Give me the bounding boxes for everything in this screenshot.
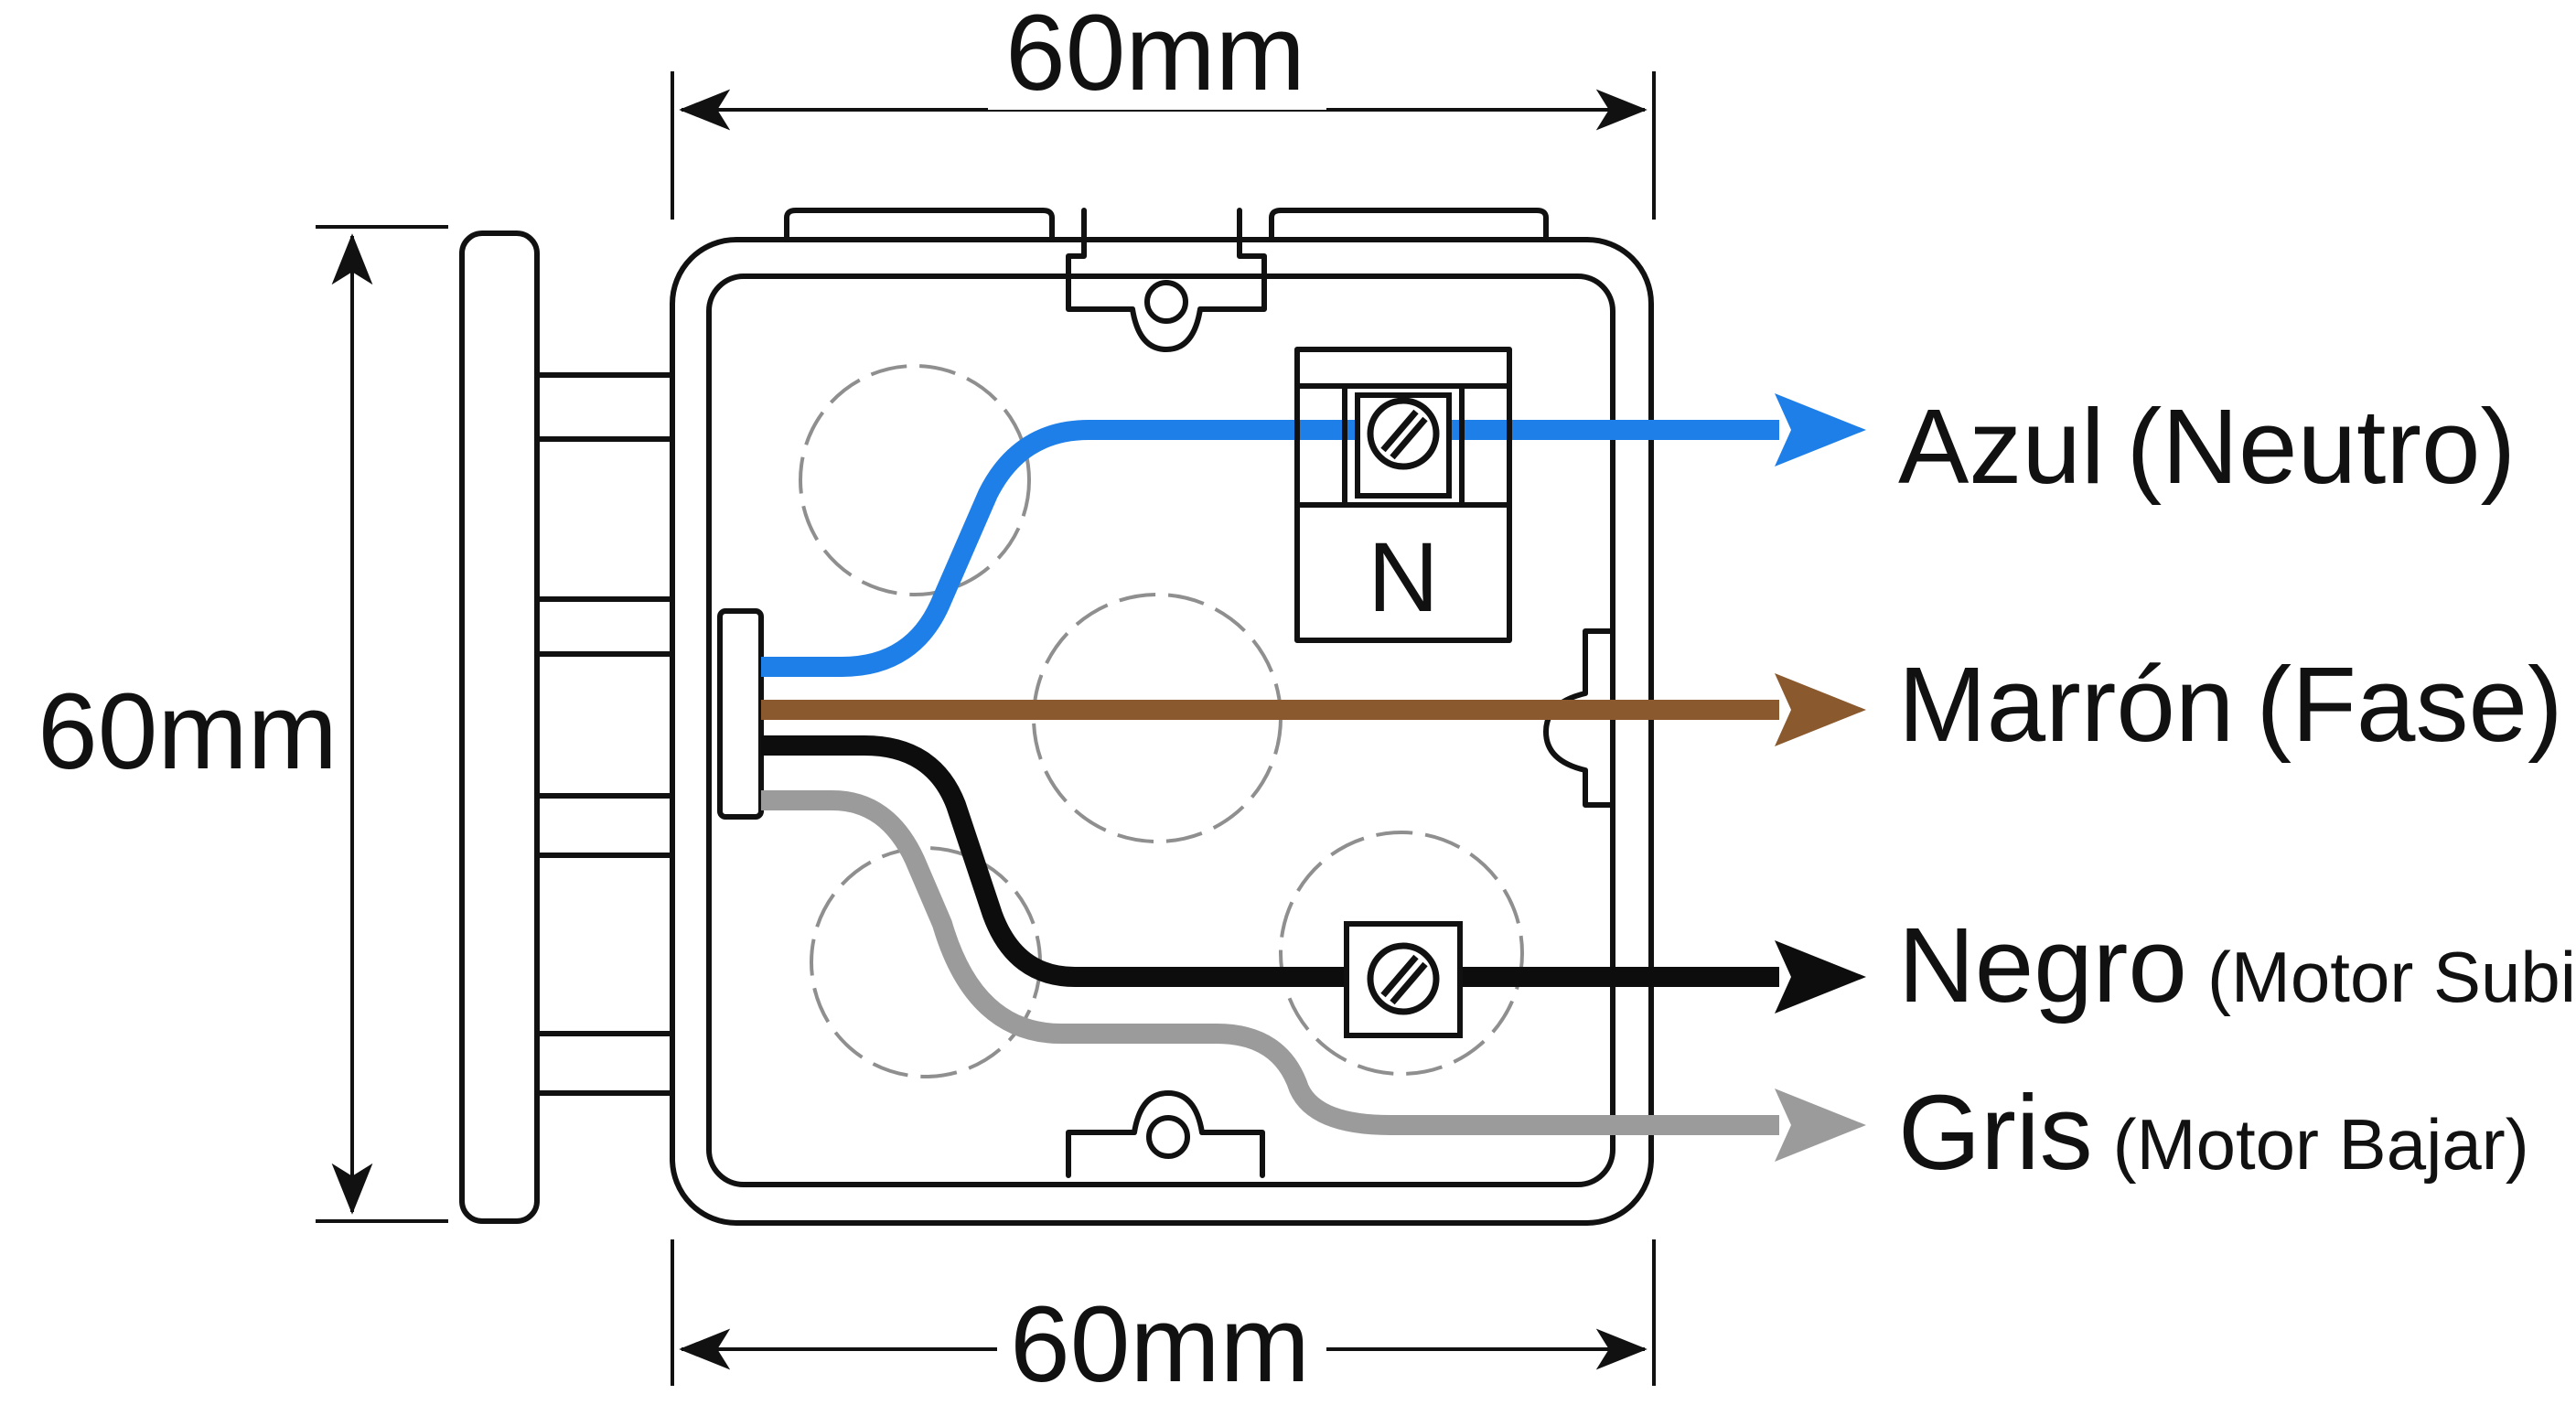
bottom-dimension: 60mm <box>671 1239 1656 1405</box>
label-brown-name: Marrón <box>1898 645 2234 764</box>
arrow-head-grey <box>1775 1089 1866 1162</box>
wire-labels: Azul (Neutro) Marrón (Fase) Negro (Motor… <box>1898 387 2576 1192</box>
left-dimension: 60mm <box>37 225 448 1223</box>
label-blue-name: Azul <box>1898 387 2105 506</box>
wires <box>761 393 1866 1162</box>
screw-icon <box>1367 942 1440 1015</box>
label-grey-desc: (Motor Bajar) <box>2113 1104 2529 1185</box>
motor-terminal-block <box>1344 921 1463 1038</box>
knockout-bottom-right <box>1279 831 1524 1076</box>
knockout-top-left <box>799 364 1031 596</box>
label-blue-desc: (Neutro) <box>2127 387 2516 506</box>
label-grey: Gris (Motor Bajar) <box>1898 1073 2529 1192</box>
wire-blue <box>761 420 1779 677</box>
arrow-head-black <box>1775 940 1866 1014</box>
screw-icon <box>1367 397 1440 470</box>
left-dimension-label: 60mm <box>38 671 338 792</box>
label-black-name: Negro <box>1898 906 2187 1024</box>
arrow-head-blue <box>1775 393 1866 467</box>
label-grey-name: Gris <box>1898 1073 2093 1192</box>
wire-black <box>761 735 1779 987</box>
label-blue: Azul (Neutro) <box>1898 387 2516 506</box>
top-dimension-label: 60mm <box>1005 0 1305 113</box>
label-brown: Marrón (Fase) <box>1898 645 2563 764</box>
wire-grey <box>761 790 1779 1135</box>
neutral-terminal-block: N <box>1294 347 1512 643</box>
arrow-head-brown <box>1775 673 1866 746</box>
side-mounting-plate <box>459 231 675 1224</box>
neutral-terminal-letter: N <box>1368 521 1439 632</box>
label-brown-desc: (Fase) <box>2256 645 2562 764</box>
label-black-desc: (Motor Subir) <box>2207 937 2576 1017</box>
bottom-dimension-label: 60mm <box>1010 1284 1310 1405</box>
label-black: Negro (Motor Subir) <box>1898 906 2576 1024</box>
top-dimension: 60mm <box>671 0 1656 220</box>
